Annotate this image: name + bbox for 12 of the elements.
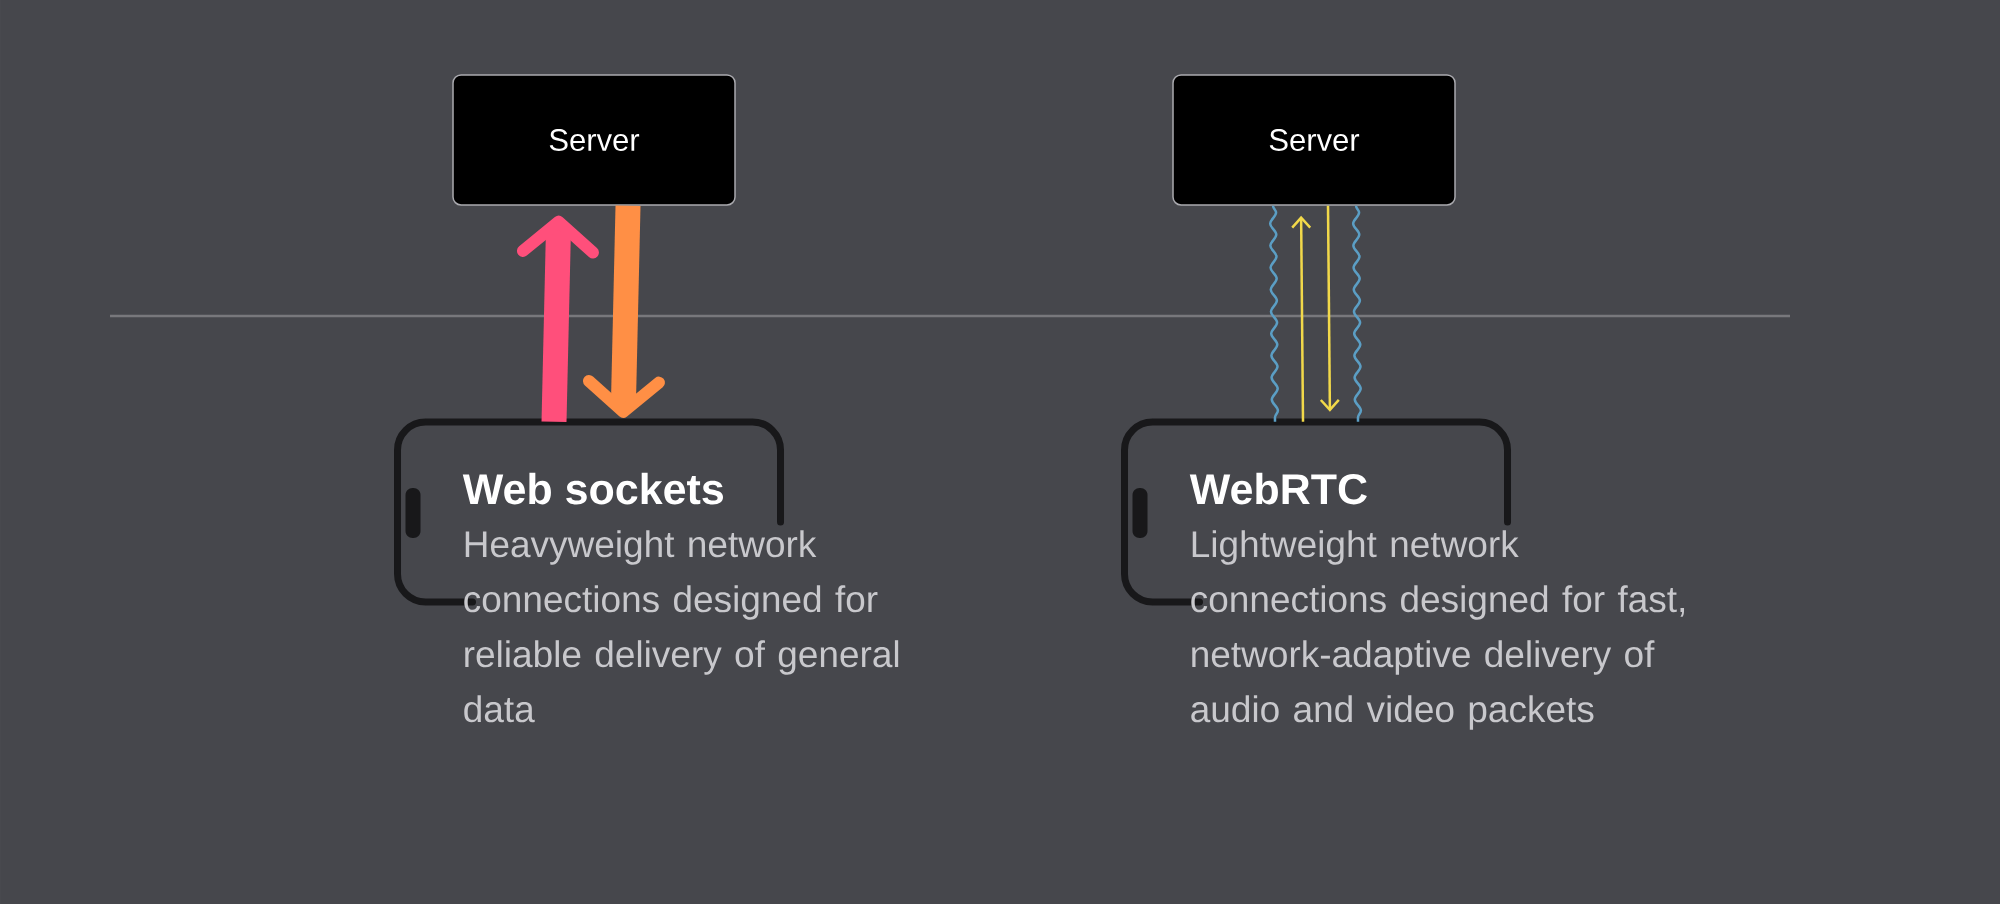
arrow <box>516 215 599 423</box>
arrow <box>1291 215 1312 422</box>
card-title: Web sockets <box>462 472 723 505</box>
server-box: Server <box>1172 74 1456 206</box>
card-title: WebRTC <box>1189 472 1367 505</box>
card-description: Lightweight network connections designed for fast, network-adaptive delivery of audio and video packets <box>1191 530 1684 730</box>
wavy-line <box>1351 205 1363 422</box>
arrow <box>1319 205 1340 412</box>
arrow <box>582 205 665 418</box>
wavy-line <box>1268 205 1280 422</box>
server-box: Server <box>452 74 736 206</box>
card-description: Heavyweight network connections designed for reliable delivery of general data <box>464 530 899 723</box>
